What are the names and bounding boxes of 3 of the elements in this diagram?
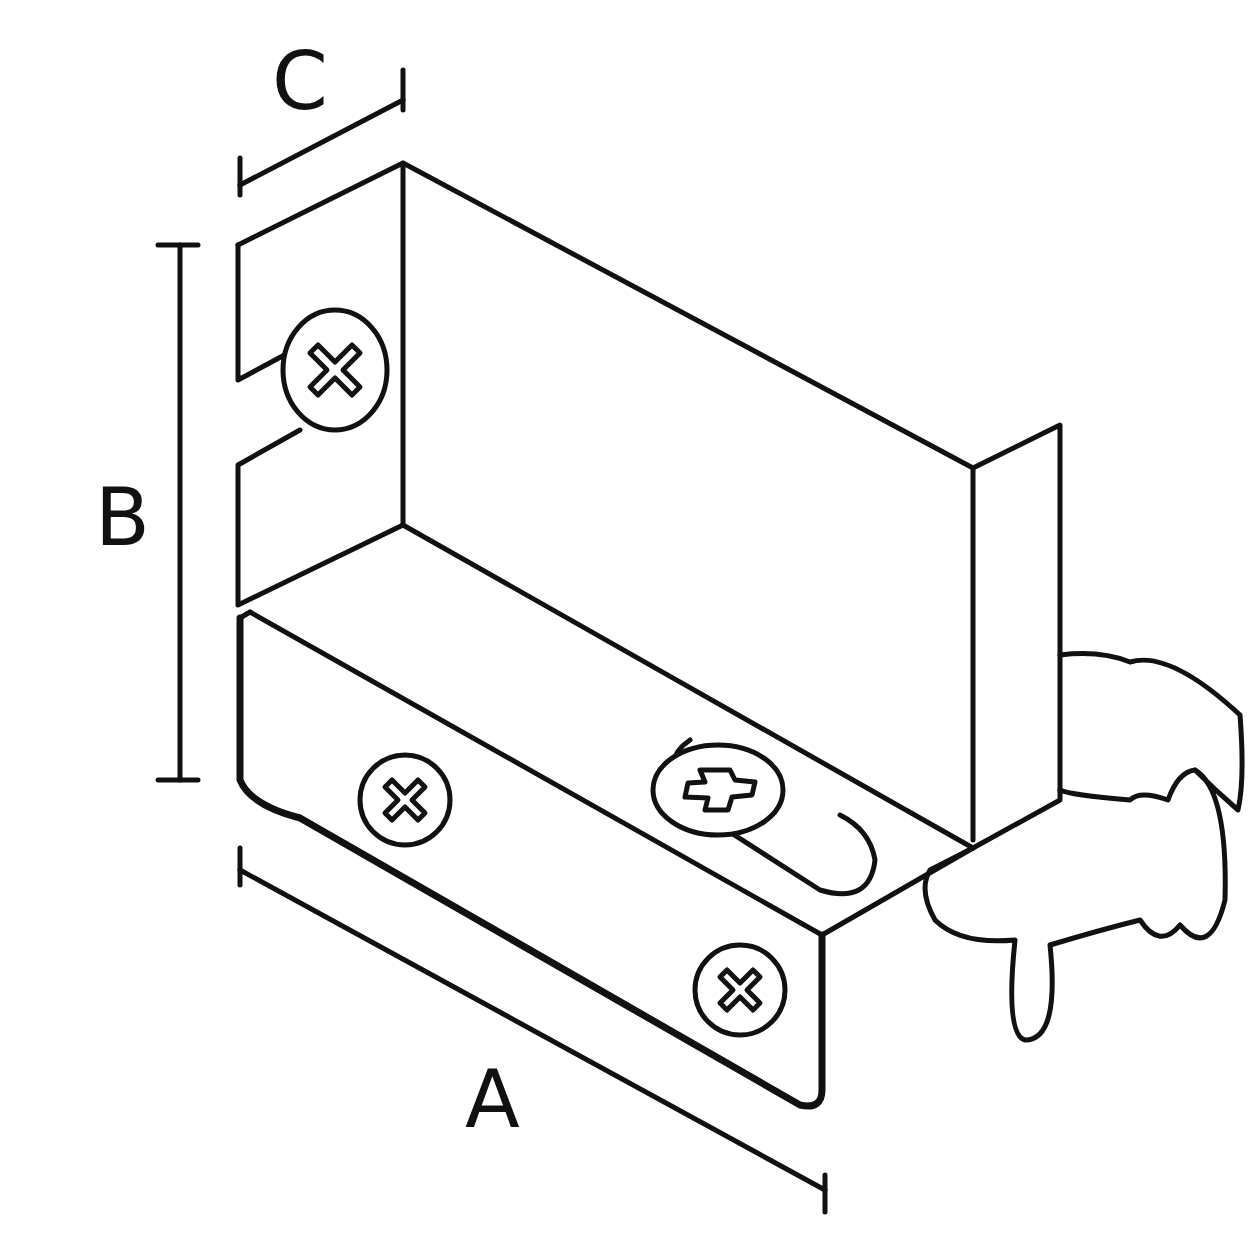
- dimension-label: A: [465, 1060, 520, 1140]
- dimension-label: C: [272, 42, 328, 122]
- dimension-label: B: [95, 478, 150, 558]
